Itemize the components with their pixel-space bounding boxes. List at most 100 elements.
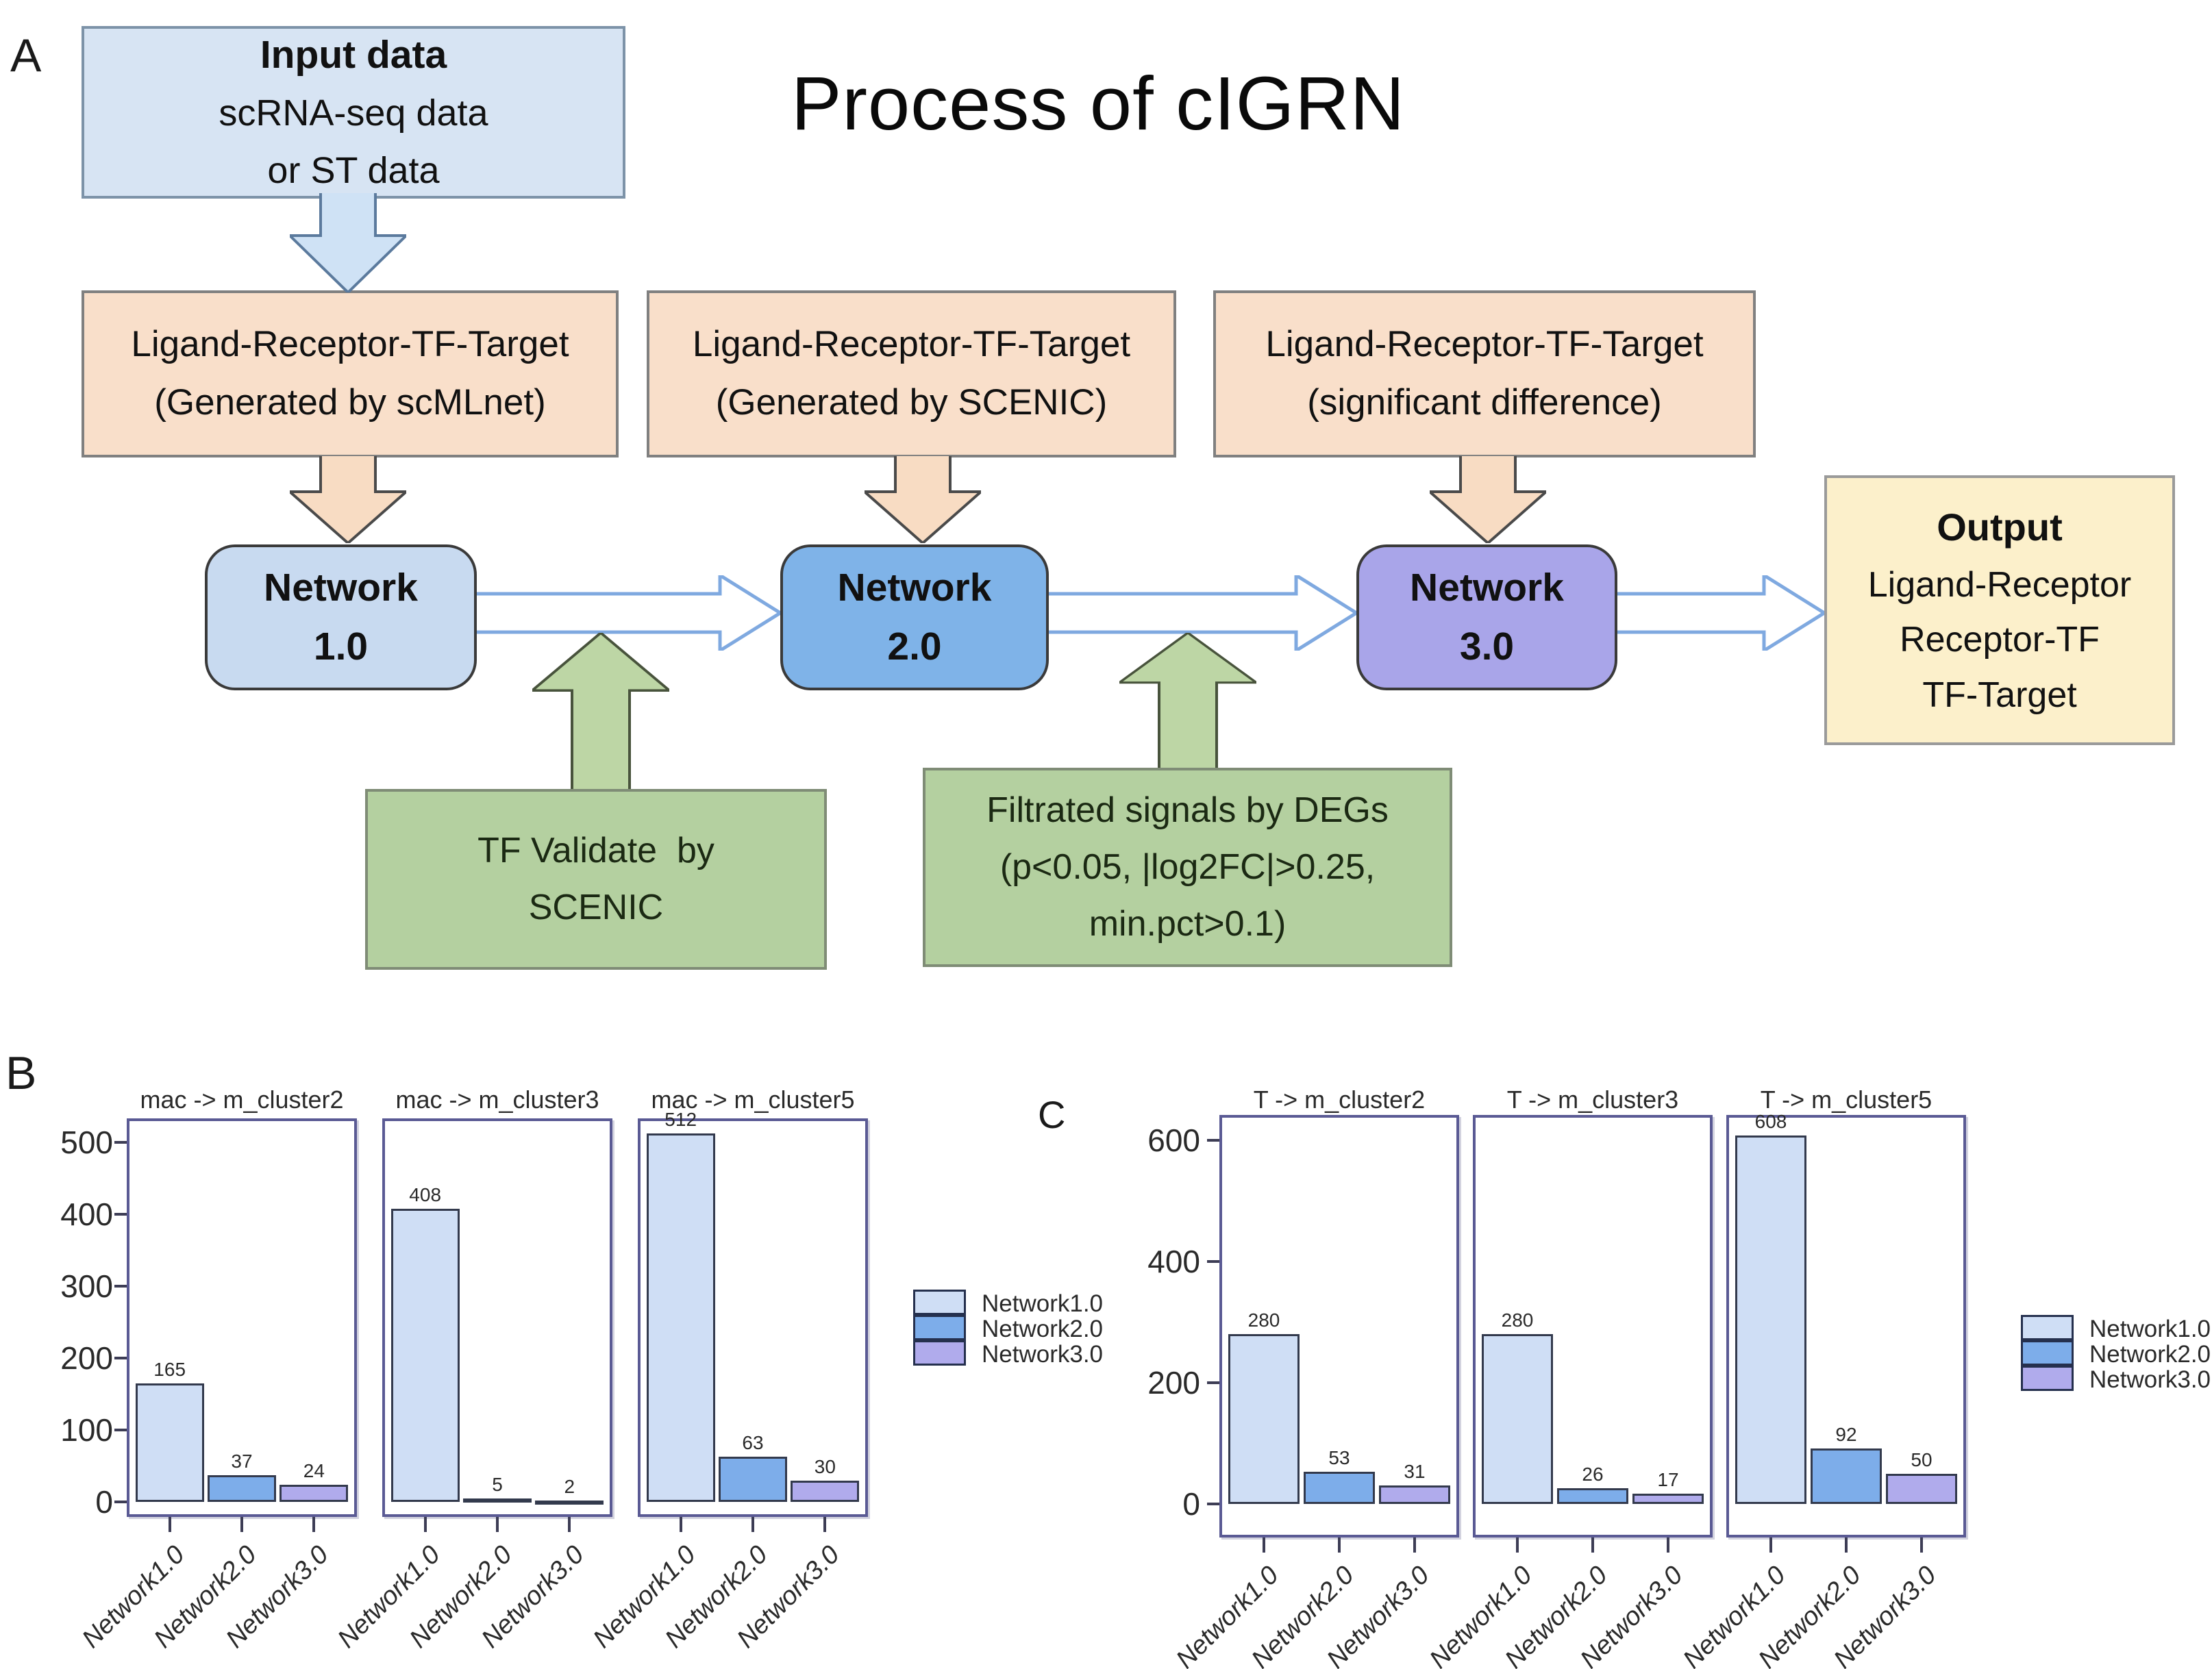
y-tick-label: 400 bbox=[60, 1196, 113, 1232]
x-tick bbox=[1338, 1538, 1341, 1553]
y-tick-label: 200 bbox=[60, 1340, 113, 1376]
bar bbox=[279, 1484, 349, 1502]
bar bbox=[135, 1383, 204, 1502]
figure-title: Process of cIGRN bbox=[791, 62, 1406, 146]
y-tick-label: 100 bbox=[60, 1412, 113, 1448]
arrow-down-input-icon bbox=[290, 193, 406, 292]
x-tick bbox=[496, 1517, 499, 1532]
input-data-line: scRNA-seq data bbox=[219, 92, 488, 134]
legend-swatch bbox=[913, 1315, 966, 1340]
x-tick bbox=[168, 1517, 171, 1532]
bar-value-label: 92 bbox=[1835, 1423, 1857, 1445]
y-tick bbox=[1207, 1139, 1219, 1142]
bar bbox=[1810, 1448, 1882, 1504]
x-tick bbox=[568, 1517, 571, 1532]
bar bbox=[535, 1500, 604, 1505]
bar-value-label: 608 bbox=[1754, 1110, 1787, 1132]
box-text: Network bbox=[837, 566, 992, 610]
box-text: 2.0 bbox=[887, 624, 942, 668]
y-tick-label: 0 bbox=[95, 1484, 113, 1520]
x-tick bbox=[1413, 1538, 1416, 1553]
bar bbox=[791, 1480, 860, 1502]
tf-validate-box: TF Validate by SCENIC bbox=[365, 789, 827, 970]
x-tick bbox=[312, 1517, 316, 1532]
lrtt-scenic-box: Ligand-Receptor-TF-Target (Generated by … bbox=[647, 290, 1176, 457]
arrow-up-filter-icon bbox=[1119, 633, 1256, 768]
box-text: (Generated by scMLnet) bbox=[154, 382, 546, 423]
y-tick bbox=[114, 1285, 127, 1288]
panel-a-label: A bbox=[10, 29, 42, 81]
bar bbox=[1556, 1488, 1629, 1504]
x-tick bbox=[1263, 1538, 1265, 1553]
bar-value-label: 53 bbox=[1328, 1447, 1350, 1469]
box-text: Network bbox=[1410, 566, 1564, 610]
box-text: (significant difference) bbox=[1307, 382, 1662, 423]
facet-title: mac -> m_cluster2 bbox=[140, 1086, 344, 1114]
legend-swatch bbox=[913, 1290, 966, 1315]
arrow-right-network2-to-3-icon bbox=[1049, 575, 1356, 651]
bar-value-label: 24 bbox=[303, 1459, 325, 1481]
y-tick-label: 600 bbox=[1147, 1122, 1200, 1158]
y-tick bbox=[114, 1429, 127, 1431]
arrow-down-peach-icon bbox=[290, 456, 406, 543]
box-text: Ligand-Receptor-TF-Target bbox=[1265, 324, 1704, 365]
facet-title: T -> m_cluster3 bbox=[1506, 1086, 1679, 1114]
box-text: Ligand-Receptor-TF-Target bbox=[131, 324, 569, 365]
box-text: 3.0 bbox=[1459, 624, 1515, 668]
legend-swatch bbox=[2021, 1340, 2074, 1366]
bar-value-label: 2 bbox=[564, 1475, 575, 1497]
network-3-box: Network 3.0 bbox=[1356, 544, 1617, 690]
network-2-box: Network 2.0 bbox=[780, 544, 1049, 690]
x-tick bbox=[823, 1517, 827, 1532]
panel-c-label: C bbox=[1038, 1093, 1066, 1136]
x-tick bbox=[679, 1517, 682, 1532]
bar-value-label: 63 bbox=[742, 1431, 764, 1453]
legend-label: Network2.0 bbox=[2089, 1341, 2211, 1368]
box-text: TF Validate by bbox=[477, 830, 714, 870]
panel-b-label: B bbox=[5, 1047, 37, 1099]
legend-swatch bbox=[2021, 1315, 2074, 1340]
output-heading: Output bbox=[1937, 505, 2063, 549]
bar bbox=[1481, 1334, 1554, 1504]
facet-title: mac -> m_cluster3 bbox=[395, 1086, 599, 1114]
bar-value-label: 26 bbox=[1582, 1463, 1604, 1485]
arrow-down-peach-icon bbox=[865, 456, 981, 543]
facet-title: mac -> m_cluster5 bbox=[651, 1086, 855, 1114]
box-text: (p<0.05, |log2FC|>0.25, bbox=[999, 846, 1376, 887]
y-tick-label: 200 bbox=[1147, 1365, 1200, 1401]
bar-value-label: 408 bbox=[409, 1183, 442, 1205]
x-tick bbox=[423, 1517, 427, 1532]
bar-value-label: 512 bbox=[664, 1109, 697, 1131]
facet-title: T -> m_cluster5 bbox=[1760, 1086, 1933, 1114]
bar-value-label: 280 bbox=[1501, 1309, 1534, 1331]
bar-value-label: 37 bbox=[231, 1451, 253, 1472]
bar-value-label: 5 bbox=[492, 1473, 503, 1495]
y-tick-label: 400 bbox=[1147, 1244, 1200, 1279]
box-text: min.pct>0.1) bbox=[1089, 904, 1287, 944]
y-tick bbox=[114, 1141, 127, 1144]
box-text: TF-Target bbox=[1922, 675, 2077, 715]
input-data-box: Input data scRNA-seq data or ST data bbox=[82, 26, 625, 199]
bar bbox=[1735, 1135, 1807, 1504]
bar bbox=[390, 1208, 460, 1502]
legend-swatch bbox=[2021, 1366, 2074, 1391]
bar bbox=[646, 1133, 715, 1502]
lrtt-significant-box: Ligand-Receptor-TF-Target (significant d… bbox=[1213, 290, 1756, 457]
x-tick bbox=[1667, 1538, 1669, 1553]
x-tick bbox=[1769, 1538, 1772, 1553]
box-text: Ligand-Receptor bbox=[1867, 564, 2132, 605]
bar-value-label: 280 bbox=[1247, 1309, 1280, 1331]
arrow-right-network3-to-output-icon bbox=[1617, 575, 1824, 651]
legend-label: Network1.0 bbox=[2089, 1316, 2211, 1342]
legend-label: Network3.0 bbox=[2089, 1366, 2211, 1393]
bar-value-label: 31 bbox=[1404, 1460, 1426, 1482]
legend-swatch bbox=[913, 1340, 966, 1366]
bar-value-label: 30 bbox=[814, 1455, 836, 1477]
lrtt-scmlnet-box: Ligand-Receptor-TF-Target (Generated by … bbox=[82, 290, 619, 457]
x-tick bbox=[1920, 1538, 1923, 1553]
output-box: Output Ligand-Receptor Receptor-TF TF-Ta… bbox=[1824, 475, 2175, 745]
bar bbox=[1632, 1493, 1704, 1504]
filtrated-signals-box: Filtrated signals by DEGs (p<0.05, |log2… bbox=[923, 768, 1452, 967]
arrow-down-peach-icon bbox=[1430, 456, 1546, 543]
